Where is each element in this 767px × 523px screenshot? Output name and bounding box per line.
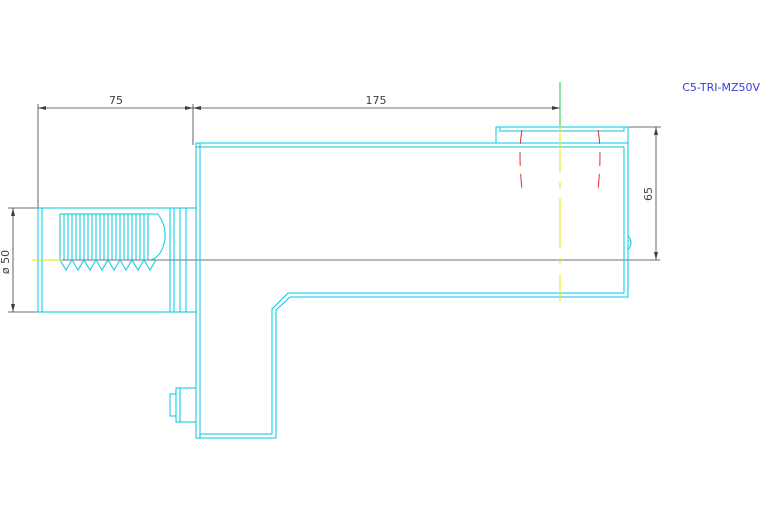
dimension-175-label: 175: [366, 94, 387, 107]
part-code-label: C5-TRI-MZ50V: [682, 81, 760, 94]
part-outline: [37, 126, 632, 439]
dimension-65-label: 65: [642, 187, 655, 201]
dimension-arrows: [11, 106, 658, 312]
hidden-bore-lines: [519, 129, 601, 191]
dimension-diameter-label: ø 50: [0, 250, 12, 274]
dimension-lines: [8, 104, 661, 313]
dimension-75-label: 75: [109, 94, 123, 107]
centerlines: [32, 122, 561, 302]
